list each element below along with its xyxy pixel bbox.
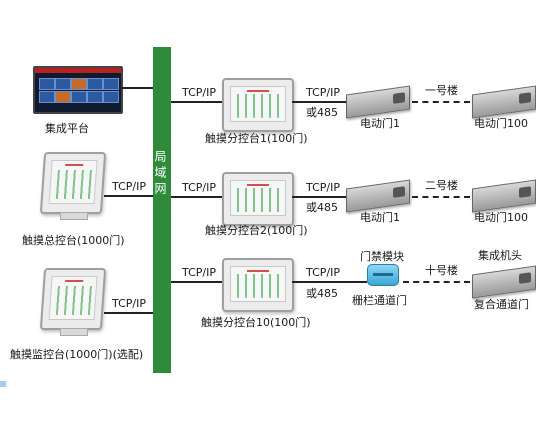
- row1-last-door-label: 电动门100: [474, 117, 528, 130]
- row3-panel-to-module-line: [292, 281, 367, 283]
- monitor-console-screen: [48, 276, 98, 320]
- monitor-console-stand: [60, 328, 88, 336]
- video-wall-screen: [39, 91, 55, 103]
- row3-floor-dashed-line: [403, 281, 470, 283]
- row2-sub-console-screen: [230, 180, 286, 216]
- master-console-screen: [48, 160, 98, 204]
- row1-floor-label: 一号楼: [425, 84, 458, 97]
- row2-lan-to-panel-line: [171, 196, 222, 198]
- row2-link-out-label: TCP/IP: [306, 181, 340, 194]
- video-wall-screen: [55, 91, 71, 103]
- integrated-platform-label: 集成平台: [45, 122, 89, 135]
- monitor-console-to-lan-line: [104, 312, 153, 314]
- video-wall-screen: [87, 78, 103, 90]
- video-wall-screen: [55, 78, 71, 90]
- video-wall-screen: [87, 91, 103, 103]
- video-wall-screen: [71, 91, 87, 103]
- row3-link-out-alt-label: 或485: [306, 287, 338, 300]
- row3-link-in-label: TCP/IP: [182, 266, 216, 279]
- row2-link-out-alt-label: 或485: [306, 201, 338, 214]
- row1-link-in-label: TCP/IP: [182, 86, 216, 99]
- row1-floor-dashed-line: [412, 101, 470, 103]
- video-wall-screen: [39, 78, 55, 90]
- row3-sub-console-label: 触摸分控台10(100门): [201, 316, 311, 329]
- row2-first-door-label: 电动门1: [360, 211, 400, 224]
- row3-module-label: 门禁模块: [360, 250, 404, 263]
- row1-sub-console-label: 触摸分控台1(100门): [205, 132, 308, 145]
- row3-last-top-label: 集成机头: [478, 249, 522, 262]
- row1-first-door-label: 电动门1: [360, 117, 400, 130]
- row3-lan-to-panel-line: [171, 281, 222, 283]
- master-console-panel: [39, 152, 107, 214]
- row1-panel-to-door-line: [292, 101, 346, 103]
- corner-mark: [0, 381, 6, 387]
- platform-to-lan-line: [121, 87, 153, 89]
- row1-lan-to-panel-line: [171, 101, 222, 103]
- row2-floor-label: 二号楼: [425, 179, 458, 192]
- access-control-module-device: [367, 264, 399, 286]
- row2-last-door-device: [472, 179, 536, 213]
- monitor-console-panel: [39, 268, 107, 330]
- video-wall-screen: [71, 78, 87, 90]
- row1-last-door-device: [472, 85, 536, 119]
- master-console-stand: [60, 212, 88, 220]
- row2-sub-console-label: 触摸分控台2(100门): [205, 224, 308, 237]
- row3-sub-console-screen: [230, 266, 286, 302]
- integrated-platform-video-wall: [33, 66, 123, 114]
- lan-backbone-bar: [153, 47, 171, 373]
- row2-floor-dashed-line: [412, 196, 470, 198]
- row1-sub-console-screen: [230, 86, 286, 122]
- row2-panel-to-door-line: [292, 196, 346, 198]
- row1-sub-console-panel: [222, 78, 294, 132]
- master-console-link-label: TCP/IP: [112, 180, 146, 193]
- row2-sub-console-panel: [222, 172, 294, 226]
- row2-first-door-device: [346, 179, 410, 213]
- monitor-console-label: 触摸监控台(1000门)(选配): [10, 348, 144, 361]
- row1-first-door-device: [346, 85, 410, 119]
- row2-link-in-label: TCP/IP: [182, 181, 216, 194]
- row3-sub-console-panel: [222, 258, 294, 312]
- row1-link-out-alt-label: 或485: [306, 106, 338, 119]
- lan-backbone-label: 局域网: [153, 150, 167, 198]
- row1-link-out-label: TCP/IP: [306, 86, 340, 99]
- row3-floor-label: 十号楼: [425, 264, 458, 277]
- master-console-label: 触摸总控台(1000门): [22, 234, 125, 247]
- row2-last-door-label: 电动门100: [474, 211, 528, 224]
- master-console-to-lan-line: [104, 195, 153, 197]
- video-wall-screen: [103, 91, 119, 103]
- monitor-console-link-label: TCP/IP: [112, 297, 146, 310]
- row3-last-gate-device: [472, 265, 536, 299]
- row3-last-gate-label: 复合通道门: [474, 298, 529, 311]
- video-wall-screen: [103, 78, 119, 90]
- row3-link-out-label: TCP/IP: [306, 266, 340, 279]
- row3-first-gate-label: 栅栏通道门: [352, 294, 407, 307]
- video-wall-header-bar: [35, 68, 121, 73]
